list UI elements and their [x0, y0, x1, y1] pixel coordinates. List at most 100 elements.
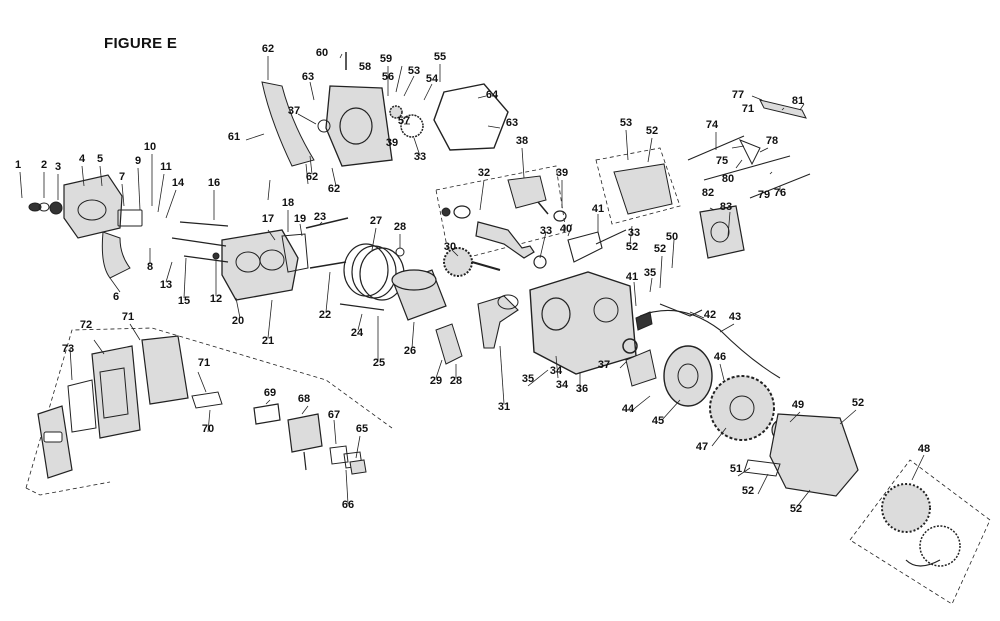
leader-line-18	[165, 261, 173, 283]
leader-line-72	[911, 454, 925, 481]
leader-line-78	[265, 399, 271, 405]
callout-39: 33	[628, 227, 640, 239]
leader-line-91	[403, 75, 415, 97]
shroud-plate-51	[743, 459, 781, 477]
air-cleaner-group-base	[25, 481, 111, 496]
leader-line-82	[345, 469, 349, 505]
crankshaft-32	[475, 221, 535, 259]
leader-line-27	[371, 227, 377, 251]
callout-28: 30	[444, 241, 456, 253]
valve-cover	[63, 174, 123, 239]
seal-39	[553, 210, 567, 222]
leader-line-46	[769, 171, 773, 175]
leader-line-60	[619, 361, 627, 369]
fan-hub	[729, 395, 755, 421]
bearing-right-33	[533, 255, 547, 269]
callout-16: 8	[147, 261, 153, 273]
leader-line-84	[245, 133, 265, 141]
leader-line-29	[451, 249, 459, 257]
callout-75: 34	[550, 365, 563, 377]
callout-66: 77	[732, 89, 744, 101]
callout-12: 18	[282, 197, 294, 209]
callout-42: 60	[316, 47, 328, 59]
callout-59: 52	[646, 125, 658, 137]
crankshaft-group-outline	[435, 165, 567, 263]
callout-78: 36	[576, 383, 588, 395]
leader-line-58	[527, 369, 549, 387]
intake-valve-23	[305, 217, 349, 229]
callout-77: 34	[556, 379, 569, 391]
callout-58: 53	[620, 117, 632, 129]
leader-line-69	[737, 467, 751, 477]
nut-3	[49, 201, 63, 215]
callout-7: 10	[144, 141, 156, 153]
callout-68: 81	[792, 95, 804, 107]
gear-58-59	[389, 105, 403, 119]
callout-69: 82	[702, 187, 714, 199]
callout-38: 52	[626, 241, 638, 253]
insulator-65	[349, 459, 367, 475]
callout-25: 26	[404, 345, 416, 357]
leader-line-52	[727, 211, 731, 237]
leader-line-19	[183, 257, 187, 299]
leader-line-57	[555, 355, 559, 379]
leader-line-99	[413, 137, 421, 157]
callout-101: 66	[342, 499, 354, 511]
callout-30: 29	[430, 375, 442, 387]
callout-65: 76	[774, 187, 786, 199]
recoil-wheel-48	[881, 483, 931, 533]
callout-52: 57	[398, 115, 410, 127]
leader-line-100	[487, 125, 501, 129]
leader-line-32	[499, 345, 505, 405]
leader-line-35	[521, 147, 525, 179]
recoil-spring	[919, 525, 961, 567]
harness-43	[639, 309, 781, 379]
callout-31: 31	[498, 401, 510, 413]
guard-64	[261, 81, 315, 167]
callout-88: 51	[730, 463, 742, 475]
leader-line-64	[661, 399, 681, 421]
leader-line-90	[395, 65, 403, 93]
leader-line-80	[333, 419, 337, 445]
leader-line-41	[647, 137, 653, 163]
leader-line-65	[719, 363, 725, 381]
callout-18: 15	[178, 295, 190, 307]
starter-motor-83	[699, 205, 745, 259]
callout-5: 7	[119, 171, 125, 183]
callout-50: 64	[486, 89, 499, 101]
callout-70: 83	[720, 201, 732, 213]
motor-face	[710, 221, 730, 243]
callout-56: 62	[328, 183, 340, 195]
callout-3: 4	[79, 153, 86, 165]
leader-line-3	[81, 165, 85, 187]
crankcase-36	[529, 271, 637, 375]
choke-cable-76	[703, 155, 791, 181]
bearing-left	[453, 205, 471, 219]
callout-51: 37	[288, 105, 300, 117]
leader-line-23	[325, 271, 331, 313]
leader-line-45	[735, 159, 743, 169]
flywheel-cover-60	[325, 85, 393, 167]
leader-line-54	[659, 255, 663, 289]
exhaust-valve-22	[309, 261, 347, 269]
leader-line-26	[411, 321, 415, 349]
leader-line-79	[301, 405, 309, 415]
callout-44: 58	[359, 61, 371, 73]
leader-line-44	[759, 147, 769, 153]
oil-seal-37	[622, 338, 638, 354]
leader-line-53	[671, 239, 675, 269]
callout-81: 43	[729, 311, 741, 323]
breather-plate-7	[117, 209, 143, 227]
leader-line-48	[751, 95, 763, 101]
callout-27: 28	[394, 221, 406, 233]
head-gasket-18	[281, 233, 309, 273]
callout-74: 35	[644, 267, 656, 279]
leader-line-37	[567, 223, 573, 237]
callout-29: 28	[450, 375, 462, 387]
callout-100: 65	[356, 423, 368, 435]
leader-line-13	[299, 223, 303, 237]
bolt-1	[28, 202, 42, 212]
